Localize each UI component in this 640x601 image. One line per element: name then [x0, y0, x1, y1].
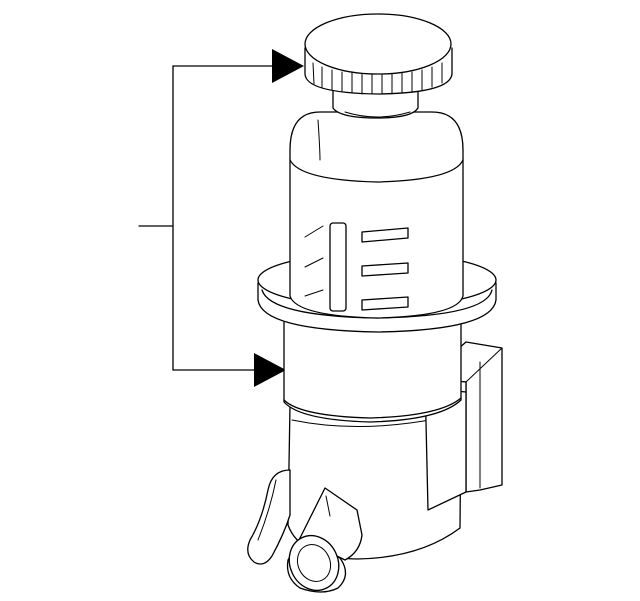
cap-neck: [332, 87, 419, 119]
arrowhead-cap: [272, 49, 304, 83]
cap-grip-ridges: [312, 62, 443, 95]
callout-bracket: [138, 49, 304, 387]
fluid-level-markings: [304, 222, 409, 312]
reservoir-mid-body: [283, 311, 462, 423]
return-hose-nipple: [247, 469, 291, 565]
filler-cap[interactable]: [304, 13, 453, 95]
arrowhead-reservoir: [254, 353, 286, 387]
reservoir-upper-body: [289, 111, 464, 319]
outlet-pipe: [286, 487, 363, 593]
